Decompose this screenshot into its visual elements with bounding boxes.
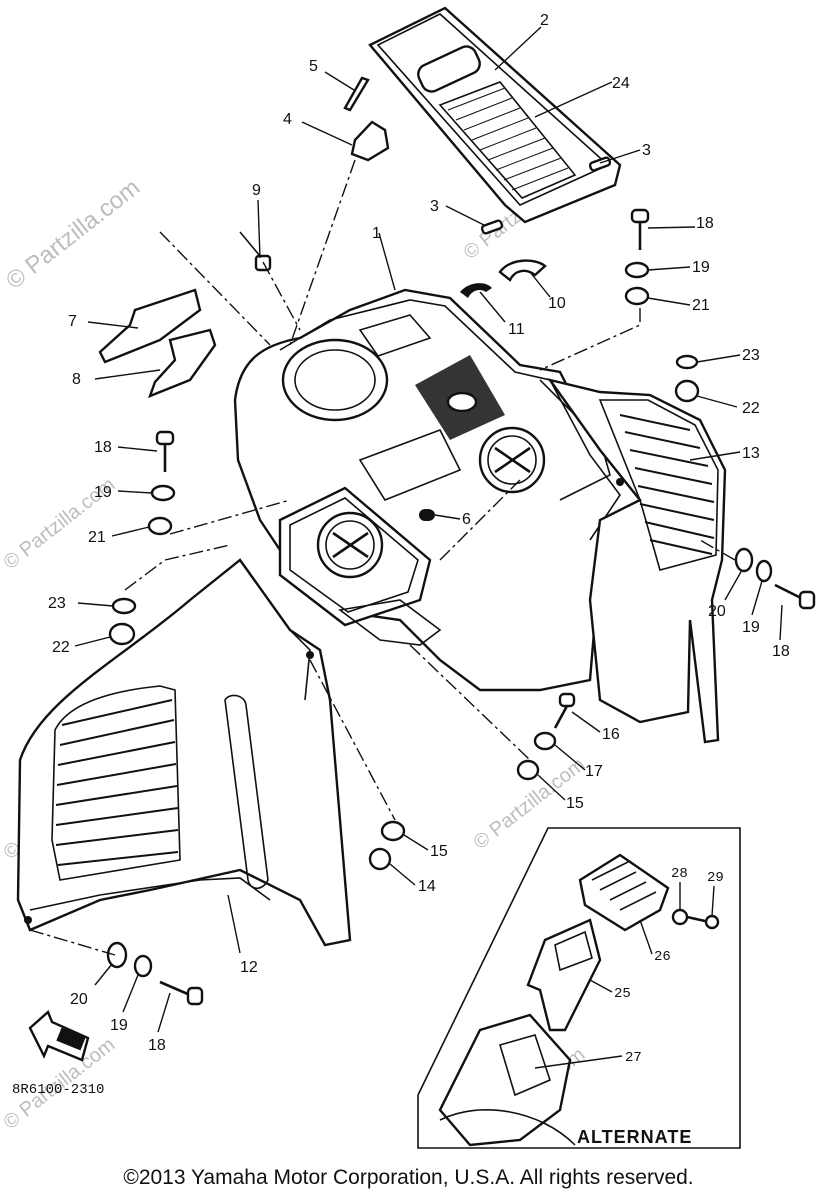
inset-leaders <box>534 882 715 1069</box>
copyright-notice: ©2013 Yamaha Motor Corporation, U.S.A. A… <box>123 1166 694 1189</box>
callout-18: 18 <box>148 1037 166 1054</box>
callout-17: 17 <box>585 763 603 780</box>
callout-27: 27 <box>625 1050 642 1066</box>
alternate-label: ALTERNATE <box>577 1127 692 1147</box>
callout-16: 16 <box>602 726 620 743</box>
callout-19: 19 <box>110 1017 128 1034</box>
callout-3: 3 <box>430 198 439 215</box>
callout-23: 23 <box>742 347 760 364</box>
leader-lines <box>74 26 783 1033</box>
callout-13: 13 <box>742 445 760 462</box>
callout-5: 5 <box>309 58 318 75</box>
part-front-fender <box>233 288 642 692</box>
callout-22: 22 <box>742 400 760 417</box>
part-step-pad <box>368 6 622 235</box>
callout-9: 9 <box>252 182 261 199</box>
callout-21: 21 <box>88 529 106 546</box>
callout-20: 20 <box>70 991 88 1008</box>
callout-20: 20 <box>708 603 726 620</box>
callout-4: 4 <box>283 111 292 128</box>
callout-19: 19 <box>692 259 710 276</box>
callout-29: 29 <box>707 870 724 886</box>
callout-28: 28 <box>671 866 688 882</box>
callout-19: 19 <box>94 484 112 501</box>
callout-19: 19 <box>742 619 760 636</box>
callout-1: 1 <box>372 225 381 242</box>
callout-18: 18 <box>772 643 790 660</box>
callout-3: 3 <box>642 142 651 159</box>
callout-21: 21 <box>692 297 710 314</box>
alternate-inset: ALTERNATE <box>417 827 741 1149</box>
callout-12: 12 <box>240 959 258 976</box>
callout-8: 8 <box>72 371 81 388</box>
guide-lines <box>29 159 736 956</box>
callout-15: 15 <box>430 843 448 860</box>
callout-10: 10 <box>548 295 566 312</box>
callout-labels: 1 2 24 3 3 5 4 9 18 19 21 10 11 23 22 13… <box>12 12 790 1098</box>
callout-6: 6 <box>462 511 471 528</box>
callout-23: 23 <box>48 595 66 612</box>
diagram-code: 8R6100-2310 <box>12 1082 104 1098</box>
callout-11: 11 <box>508 321 525 338</box>
callout-2: 2 <box>540 12 549 29</box>
callout-18: 18 <box>94 439 112 456</box>
callout-18: 18 <box>696 215 714 232</box>
callout-24: 24 <box>612 75 630 92</box>
callout-22: 22 <box>52 639 70 656</box>
front-arrow-icon <box>28 1009 90 1062</box>
part-left-side-cover <box>16 558 352 947</box>
watermark-main: © Partzilla.com <box>1 174 145 295</box>
callout-26: 26 <box>654 949 671 965</box>
callout-25: 25 <box>614 986 631 1002</box>
callout-7: 7 <box>68 313 77 330</box>
part-right-side-cover <box>547 378 727 744</box>
callout-14: 14 <box>418 878 436 895</box>
callout-15: 15 <box>566 795 584 812</box>
part-brackets <box>98 288 217 399</box>
part-hardware <box>106 76 816 1006</box>
